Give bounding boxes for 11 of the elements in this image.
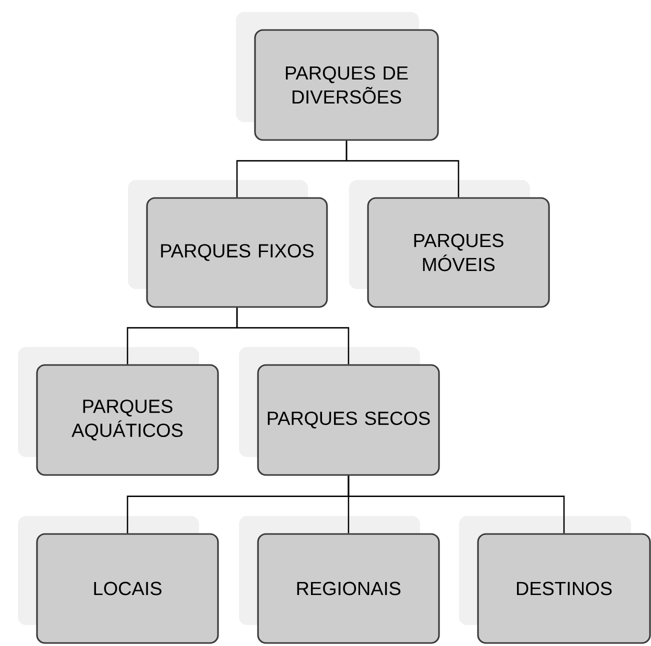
category-box: PARQUES AQUÁTICOS xyxy=(36,364,219,476)
category-box: PARQUES DE DIVERSÕES xyxy=(254,29,439,141)
category-box: PARQUES FIXOS xyxy=(146,197,328,308)
category-box: PARQUES MÓVEIS xyxy=(367,197,550,308)
connector-line xyxy=(346,140,460,198)
category-box: LOCAIS xyxy=(36,533,219,644)
category-box: DESTINOS xyxy=(477,533,651,644)
connector-line xyxy=(236,308,350,364)
category-box: REGIONAIS xyxy=(257,533,440,644)
connector-line xyxy=(348,476,565,534)
category-box: PARQUES SECOS xyxy=(257,364,440,476)
